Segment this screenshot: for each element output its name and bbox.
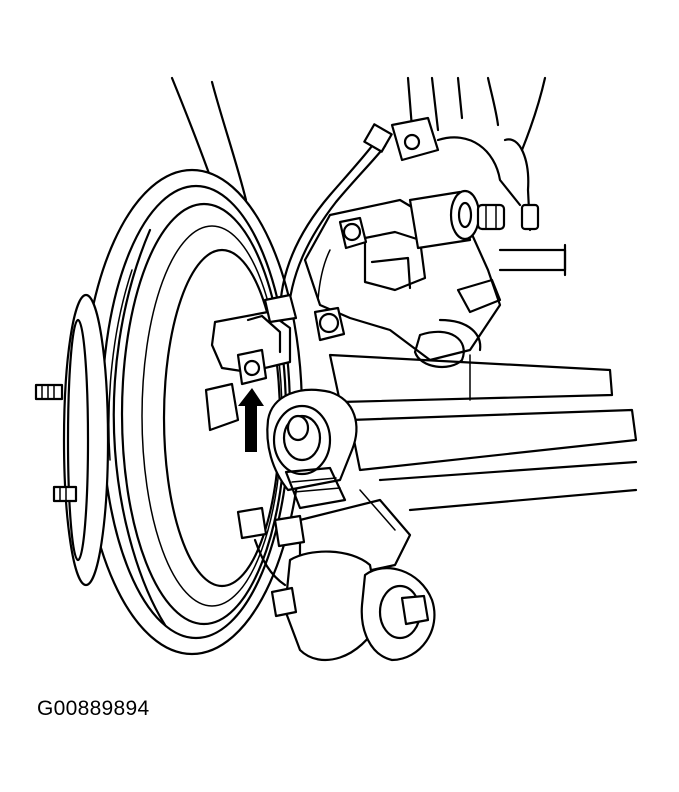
hub-flange <box>34 293 110 587</box>
abs-speed-sensor <box>204 293 298 432</box>
brake-drum <box>80 168 304 656</box>
lower-arm-mount <box>266 388 358 510</box>
up-arrow-icon <box>238 388 264 452</box>
upper-bushing <box>313 189 506 342</box>
control-arms <box>328 243 638 512</box>
brake-line <box>278 116 540 320</box>
figure-id-label: G00889894 <box>37 697 150 720</box>
lower-bracket <box>236 498 436 662</box>
link-lines <box>317 249 471 531</box>
